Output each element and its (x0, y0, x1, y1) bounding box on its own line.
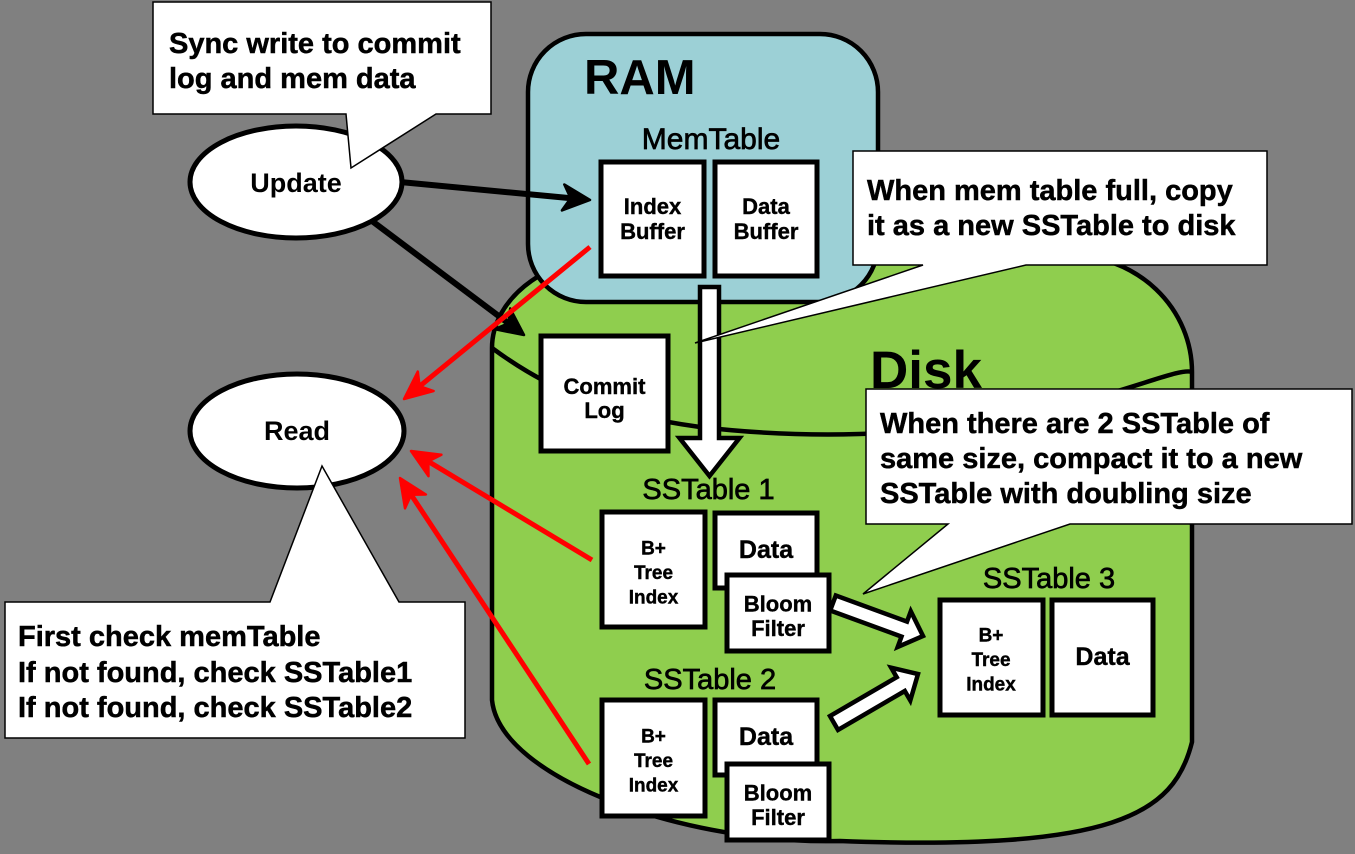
svg-text:Data: Data (1075, 643, 1130, 671)
svg-text:Index: Index (629, 588, 679, 609)
svg-text:Update: Update (250, 168, 342, 198)
svg-text:When mem table full, copy: When mem table full, copy (867, 175, 1233, 207)
svg-text:If not found, check SSTable1: If not found, check SSTable1 (18, 657, 412, 689)
svg-text:Sync write to commit: Sync write to commit (169, 28, 461, 60)
svg-text:SSTable 2: SSTable 2 (644, 664, 776, 696)
svg-text:Filter: Filter (751, 616, 805, 641)
svg-text:If not found, check SSTable2: If not found, check SSTable2 (18, 692, 412, 724)
svg-text:SSTable with doubling size: SSTable with doubling size (880, 478, 1252, 510)
svg-text:Commit: Commit (564, 374, 647, 399)
svg-text:Index: Index (966, 675, 1016, 696)
svg-text:Data: Data (739, 723, 794, 751)
svg-text:First check memTable: First check memTable (18, 621, 320, 653)
svg-text:SSTable 3: SSTable 3 (983, 563, 1115, 595)
svg-text:Read: Read (264, 416, 330, 446)
svg-text:Tree: Tree (634, 563, 673, 584)
svg-text:Tree: Tree (634, 751, 673, 772)
svg-text:Bloom: Bloom (744, 592, 812, 617)
svg-text:B+: B+ (641, 727, 666, 748)
svg-text:When there are 2 SSTable of: When there are 2 SSTable of (880, 408, 1270, 440)
svg-text:Index: Index (629, 776, 679, 797)
svg-text:Data: Data (739, 536, 794, 564)
svg-text:MemTable: MemTable (642, 123, 780, 156)
svg-text:Data: Data (742, 194, 790, 219)
svg-text:SSTable 1: SSTable 1 (642, 474, 774, 506)
svg-text:Buffer: Buffer (620, 219, 685, 244)
svg-text:B+: B+ (641, 539, 666, 560)
svg-text:Log: Log (584, 398, 624, 423)
svg-text:RAM: RAM (584, 51, 696, 105)
svg-text:Tree: Tree (971, 650, 1010, 671)
svg-text:same size, compact it to a new: same size, compact it to a new (880, 443, 1303, 475)
svg-text:it as a new SSTable to disk: it as a new SSTable to disk (867, 210, 1236, 242)
svg-text:B+: B+ (979, 626, 1004, 647)
svg-text:Buffer: Buffer (734, 219, 799, 244)
svg-text:log and mem data: log and mem data (169, 63, 416, 95)
svg-text:Bloom: Bloom (744, 781, 812, 806)
svg-text:Filter: Filter (751, 805, 805, 830)
svg-text:Index: Index (624, 194, 682, 219)
